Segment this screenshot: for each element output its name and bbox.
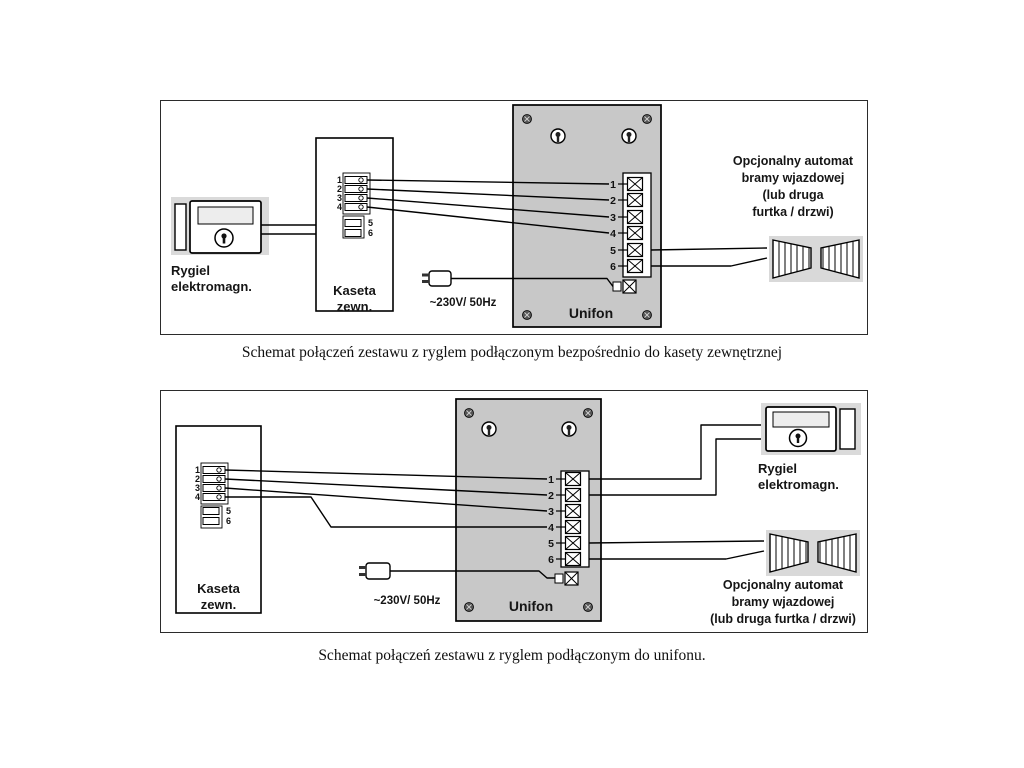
wires-unifon-to-gate — [588, 540, 765, 560]
terminal-number: 1 — [548, 474, 554, 486]
power-label: ~230V/ 50Hz — [373, 595, 441, 607]
terminal-number: 1 — [195, 465, 200, 475]
terminal-number: 2 — [195, 474, 200, 484]
diagram-frame-bottom: 1 2 3 4 5 6 — [160, 390, 868, 633]
kaseta-label-line1: Kaseta — [333, 283, 376, 298]
keyhole-icon — [561, 421, 577, 437]
kaseta-terminal-block: 1 2 3 4 5 6 — [337, 172, 373, 239]
wiring-diagram-bottom: 1 2 3 4 5 6 — [175, 398, 861, 622]
kaseta-label-line2: zewn. — [200, 597, 237, 612]
terminal-number: 3 — [610, 212, 616, 224]
unifon-terminal-strip: 1 2 3 4 5 6 — [610, 172, 652, 278]
rygiel-lock-device — [761, 403, 861, 455]
gate-note-line3: (lub druga — [762, 188, 824, 202]
terminal-number: 5 — [368, 218, 373, 228]
gate-note-line1: Opcjonalny automat — [722, 578, 844, 592]
gate-icon — [766, 530, 860, 576]
terminal-number: 3 — [195, 483, 200, 493]
power-plug-icon — [422, 270, 452, 287]
terminal-number: 3 — [337, 193, 342, 203]
terminal-number: 1 — [610, 179, 616, 191]
gate-note-line4: furtka / drzwi) — [752, 205, 834, 219]
gate-note-line3: (lub druga furtka / drzwi) — [710, 612, 856, 626]
terminal-number: 4 — [195, 492, 200, 502]
rygiel-label: Rygiel elektromagn. — [171, 263, 286, 295]
screw-icon — [522, 310, 532, 320]
keyhole-icon — [481, 421, 497, 437]
terminal-number: 1 — [337, 175, 342, 185]
wires-kaseta-to-unifon — [366, 179, 610, 234]
rygiel-label-line2: elektromagn. — [758, 477, 839, 492]
terminal-number: 2 — [337, 184, 342, 194]
screw-icon — [464, 408, 474, 418]
rygiel-label: Rygiel elektromagn. — [758, 461, 868, 493]
kaseta-label-line2: zewn. — [336, 299, 373, 314]
screw-icon — [583, 602, 593, 612]
terminal-number: 4 — [337, 202, 342, 212]
terminal-number: 4 — [548, 522, 554, 534]
unifon-label: Unifon — [508, 598, 554, 614]
terminal-number: 5 — [548, 538, 554, 550]
power-connector — [554, 571, 579, 586]
terminal-number: 2 — [610, 195, 616, 207]
screw-icon — [522, 114, 532, 124]
unifon-terminal-strip: 1 2 3 4 5 6 — [548, 470, 590, 568]
wires-rygiel-to-kaseta — [261, 224, 316, 235]
unifon-label: Unifon — [568, 305, 614, 321]
gate-note: Opcjonalny automat bramy wjazdowej (lub … — [711, 153, 875, 221]
wires-unifon-to-rygiel — [589, 424, 761, 496]
gate-note-line2: bramy wjazdowej — [731, 595, 835, 609]
terminal-number: 2 — [548, 490, 554, 502]
terminal-number: 5 — [610, 245, 616, 257]
keyhole-icon — [621, 128, 637, 144]
terminal-number: 6 — [610, 261, 616, 273]
gate-note-line1: Opcjonalny automat — [732, 154, 854, 168]
rygiel-label-line1: Rygiel — [758, 461, 798, 476]
terminal-number: 4 — [610, 228, 616, 240]
wires-unifon-to-gate — [650, 247, 768, 267]
kaseta-label: Kaseta zewn. — [316, 283, 393, 315]
screw-icon — [583, 408, 593, 418]
wiring-diagram-top: 1 2 3 4 5 6 — [171, 104, 863, 328]
terminal-number: 5 — [226, 506, 231, 516]
gate-note-line2: bramy wjazdowej — [741, 171, 845, 185]
terminal-number: 6 — [548, 554, 554, 566]
wire-power-cord — [390, 570, 555, 579]
wire-power-cord — [451, 277, 614, 287]
wires-kaseta-to-unifon — [224, 469, 548, 528]
power-label: ~230V/ 50Hz — [429, 297, 497, 309]
power-connector — [612, 279, 637, 294]
screw-icon — [464, 602, 474, 612]
kaseta-terminal-block: 1 2 3 4 5 6 — [195, 462, 231, 529]
kaseta-label-line1: Kaseta — [197, 581, 240, 596]
rygiel-lock-device — [171, 197, 269, 255]
screw-icon — [642, 114, 652, 124]
caption-bottom: Schemat połączeń zestawu z ryglem podłąc… — [318, 647, 706, 664]
caption-top: Schemat połączeń zestawu z ryglem podłąc… — [241, 344, 783, 361]
screw-icon — [642, 310, 652, 320]
diagram-frame-top: 1 2 3 4 5 6 — [160, 100, 868, 335]
gate-icon — [769, 236, 863, 282]
power-plug-icon — [359, 562, 391, 580]
rygiel-label-line1: Rygiel — [171, 263, 211, 278]
kaseta-label: Kaseta zewn. — [176, 581, 261, 613]
gate-note: Opcjonalny automat bramy wjazdowej (lub … — [694, 577, 872, 628]
rygiel-label-line2: elektromagn. — [171, 279, 252, 294]
keyhole-icon — [550, 128, 566, 144]
terminal-number: 6 — [226, 516, 231, 526]
terminal-number: 6 — [368, 228, 373, 238]
terminal-number: 3 — [548, 506, 554, 518]
